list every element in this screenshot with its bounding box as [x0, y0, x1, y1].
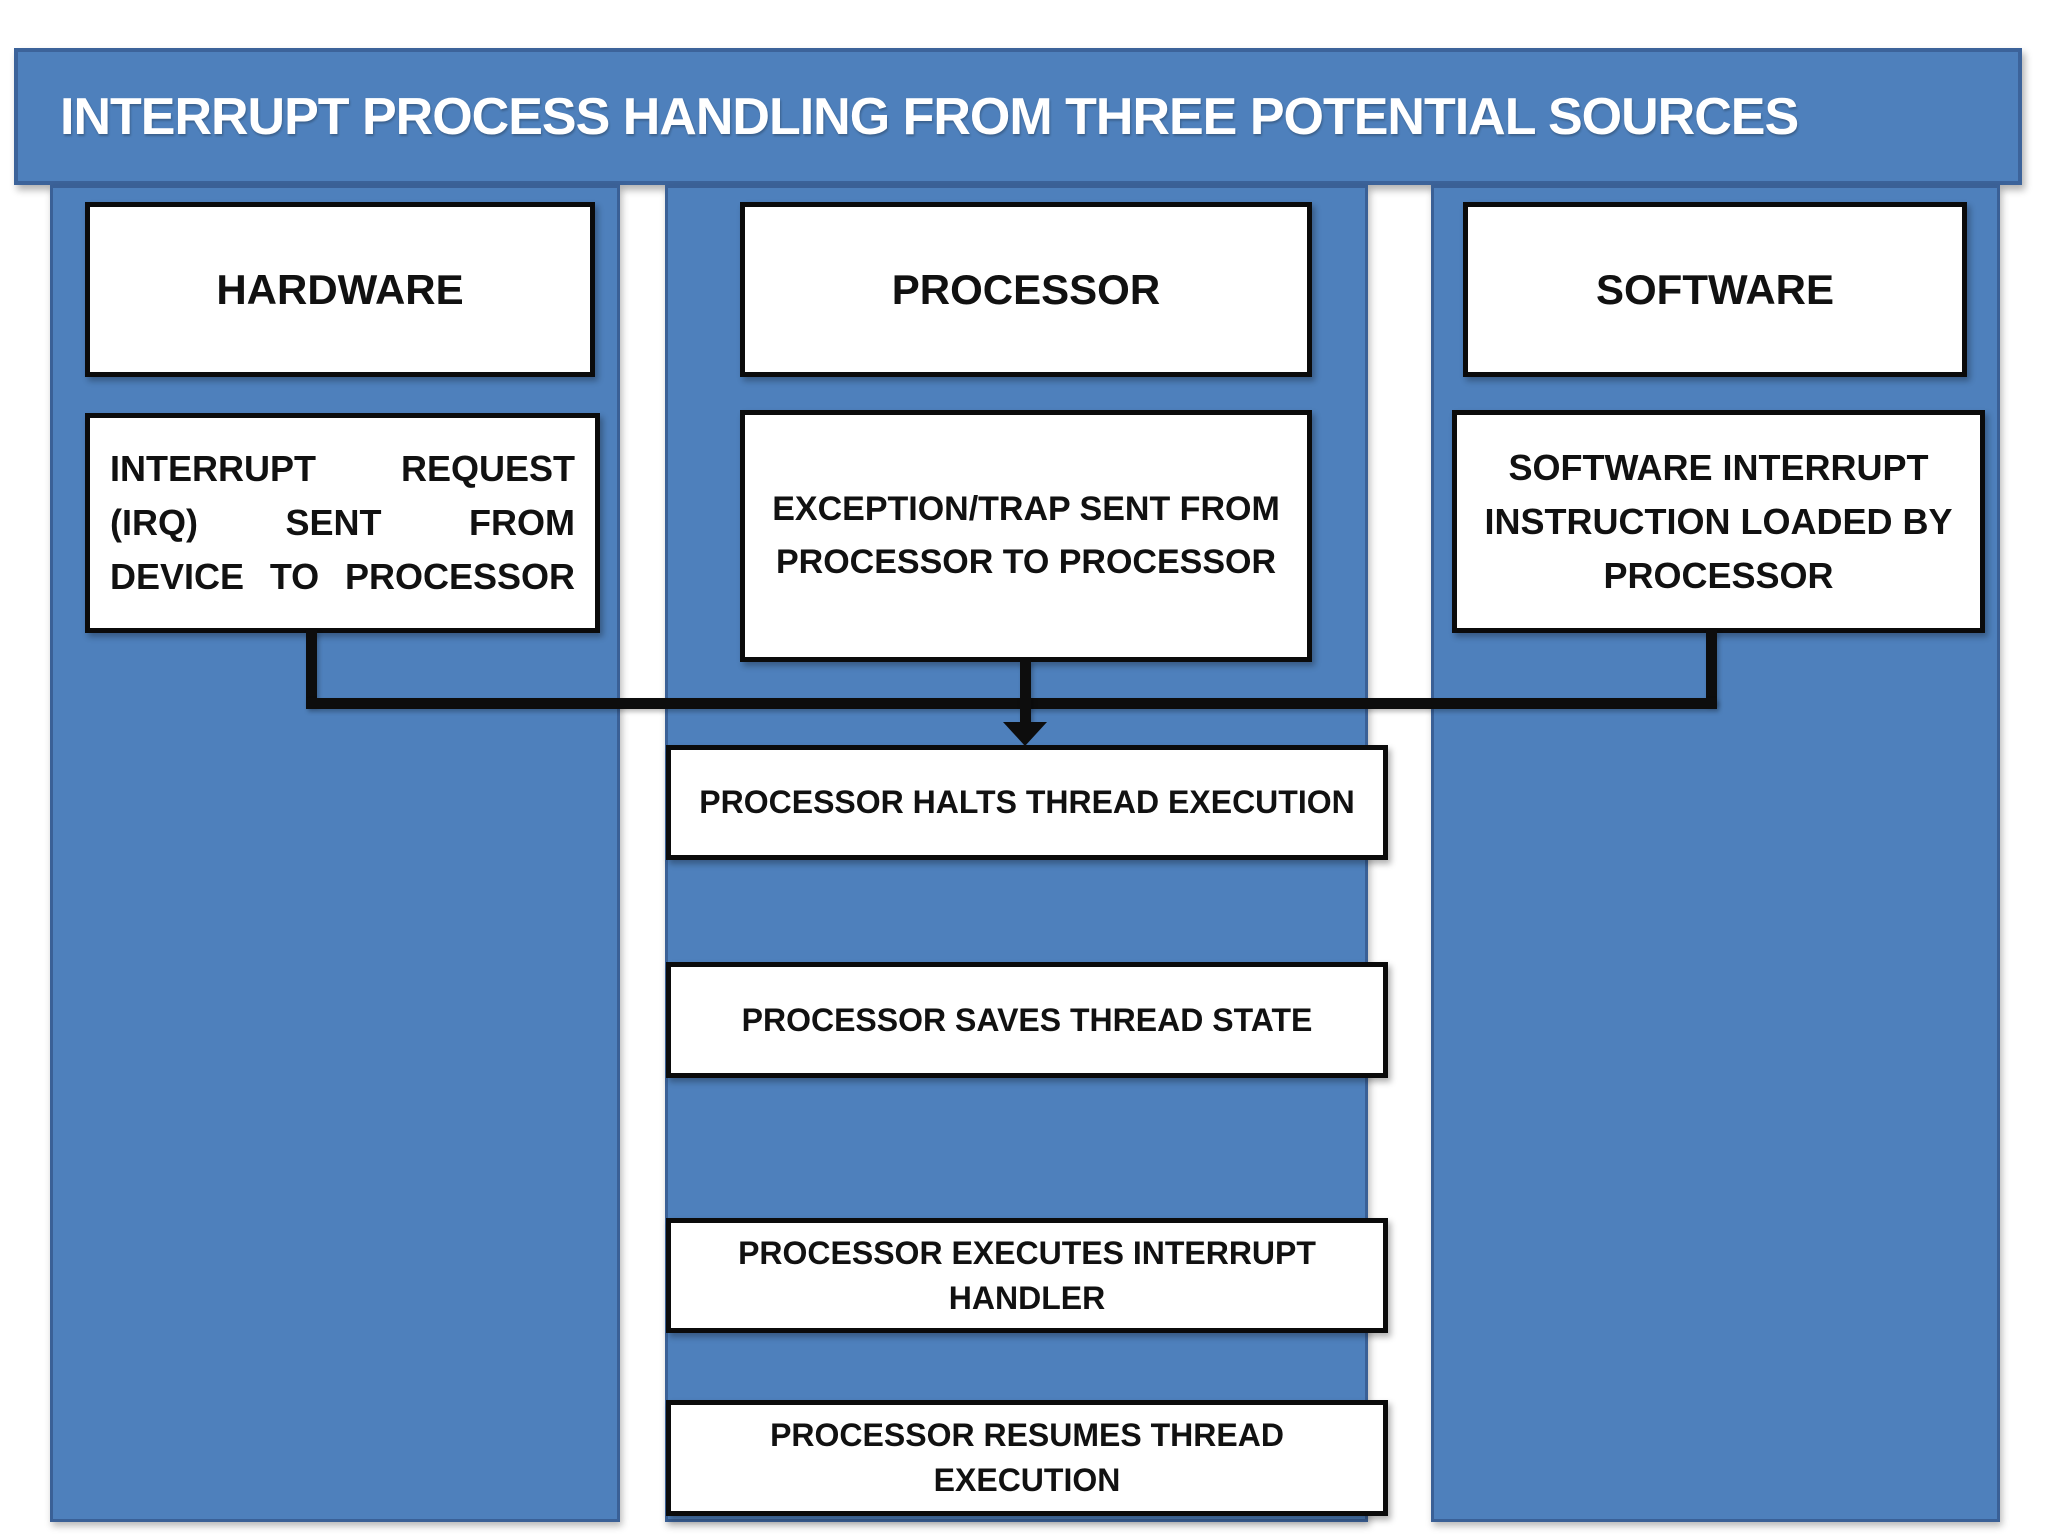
connector-horizontal-bus	[306, 698, 1717, 709]
connector-software-vertical	[1706, 630, 1717, 705]
title-banner: INTERRUPT PROCESS HANDLING FROM THREE PO…	[14, 48, 2022, 185]
hardware-header-label: HARDWARE	[216, 265, 464, 313]
flow-step-saves-box: PROCESSOR SAVES THREAD STATE	[666, 962, 1388, 1078]
column-software	[1431, 185, 2000, 1522]
software-header-label: SOFTWARE	[1596, 265, 1834, 313]
connector-hardware-vertical	[306, 630, 317, 705]
software-header-box: SOFTWARE	[1463, 202, 1967, 377]
software-instruction-label: SOFTWARE INTERRUPT INSTRUCTION LOADED BY…	[1484, 446, 1953, 596]
software-instruction-box: SOFTWARE INTERRUPT INSTRUCTION LOADED BY…	[1452, 410, 1985, 633]
processor-exception-box: EXCEPTION/TRAP SENT FROM PROCESSOR TO PR…	[740, 410, 1312, 662]
flow-step-resumes-box: PROCESSOR RESUMES THREAD EXECUTION	[666, 1400, 1388, 1516]
flow-step-saves-label: PROCESSOR SAVES THREAD STATE	[741, 1001, 1313, 1038]
flow-step-halts-box: PROCESSOR HALTS THREAD EXECUTION	[666, 745, 1388, 860]
arrow-down-icon	[1003, 722, 1047, 746]
diagram-title: INTERRUPT PROCESS HANDLING FROM THREE PO…	[60, 87, 1799, 146]
flow-step-executes-label: PROCESSOR EXECUTES INTERRUPT HANDLER	[738, 1234, 1316, 1316]
connector-processor-vertical	[1020, 660, 1031, 724]
hardware-irq-label: INTERRUPT REQUEST (IRQ) SENT FROM DEVICE…	[110, 448, 575, 597]
flow-step-executes-box: PROCESSOR EXECUTES INTERRUPT HANDLER	[666, 1218, 1388, 1333]
hardware-irq-box: INTERRUPT REQUEST (IRQ) SENT FROM DEVICE…	[85, 413, 600, 633]
hardware-header-box: HARDWARE	[85, 202, 595, 377]
flow-step-resumes-label: PROCESSOR RESUMES THREAD EXECUTION	[770, 1417, 1284, 1498]
column-hardware	[50, 185, 620, 1522]
processor-header-box: PROCESSOR	[740, 202, 1312, 377]
flow-step-halts-label: PROCESSOR HALTS THREAD EXECUTION	[699, 784, 1355, 821]
processor-header-label: PROCESSOR	[891, 265, 1161, 313]
processor-exception-label: EXCEPTION/TRAP SENT FROM PROCESSOR TO PR…	[772, 490, 1280, 581]
